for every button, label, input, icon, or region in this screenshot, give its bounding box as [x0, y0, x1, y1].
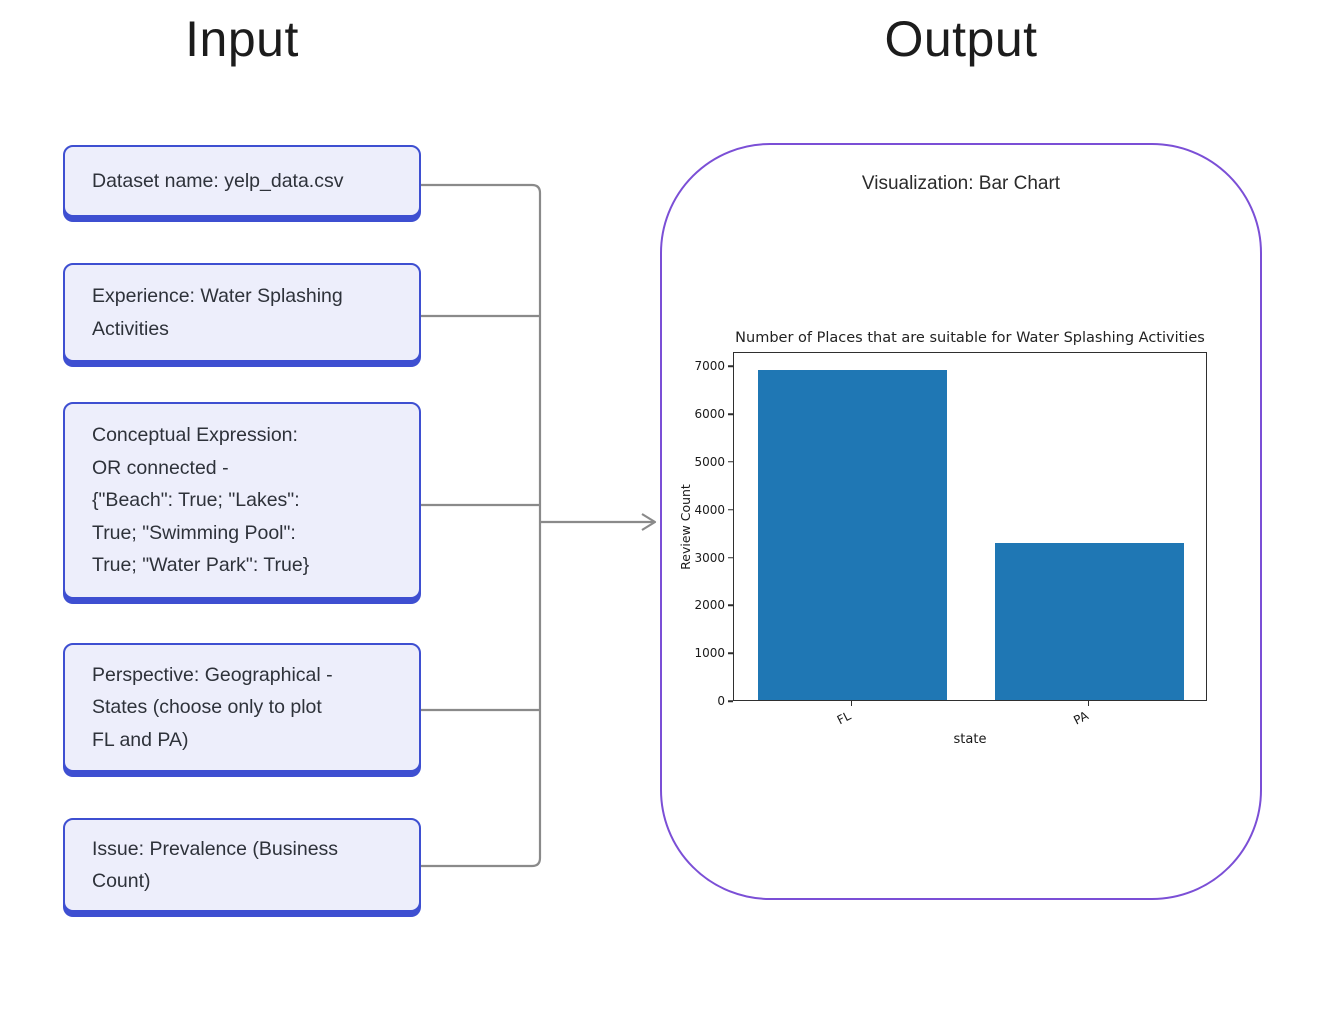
input-box-experience: Experience: Water Splashing Activities [63, 263, 421, 362]
x-tick-mark [850, 701, 853, 706]
input-box-perspective: Perspective: Geographical - States (choo… [63, 643, 421, 772]
y-tick-mark [728, 700, 733, 702]
y-tick-mark [728, 365, 733, 368]
connector-trunk [421, 183, 542, 868]
y-tick-mark [728, 556, 733, 559]
box-text-line: Activities [92, 317, 169, 340]
y-tick-label: 3000 [694, 550, 725, 565]
bar-FL [757, 370, 948, 700]
output-heading: Output [884, 11, 1038, 67]
connector-lines [421, 183, 657, 868]
y-tick-mark [728, 461, 733, 463]
flow-arrow-head [641, 513, 657, 531]
bar-PA [994, 543, 1185, 700]
box-text-line: Conceptual Expression: [92, 424, 298, 447]
bar-chart-figure: Number of Places that are suitable for W… [664, 330, 1238, 743]
y-tick-label: 0 [717, 694, 725, 708]
input-box-dataset: Dataset name: yelp_data.csv [63, 145, 421, 217]
y-tick-label: 4000 [694, 502, 725, 517]
visualization-label: Visualization: Bar Chart [861, 173, 1061, 194]
y-tick-label: 2000 [694, 598, 725, 613]
box-text-line: FL and PA) [92, 728, 189, 751]
chart-title: Number of Places that are suitable for W… [735, 330, 1205, 346]
y-tick-label: 5000 [694, 454, 725, 469]
x-axis-label: state [953, 732, 987, 743]
y-tick-label: 6000 [694, 407, 725, 422]
input-box-issue: Issue: Prevalence (Business Count) [63, 818, 421, 912]
y-tick-mark [728, 413, 733, 415]
box-text-line: Perspective: Geographical - [92, 663, 333, 686]
box-text-line: Issue: Prevalence (Business [92, 837, 339, 860]
box-text-line: Dataset name: yelp_data.csv [92, 169, 344, 192]
y-tick-mark [728, 604, 733, 607]
box-text-line: True; "Swimming Pool": [92, 521, 296, 544]
input-heading: Input [185, 11, 299, 67]
y-tick-mark [728, 652, 733, 654]
box-text-line: {"Beach": True; "Lakes": [92, 489, 300, 512]
plot-area [733, 352, 1207, 701]
box-text-line: Experience: Water Splashing [92, 285, 343, 307]
box-text-line: OR connected - [92, 456, 229, 479]
y-axis-label: Review Count [678, 484, 693, 570]
x-tick-mark [1087, 701, 1090, 706]
y-tick-label: 1000 [694, 646, 725, 661]
box-text-line: Count) [92, 870, 151, 892]
box-text-line: True; "Water Park": True} [92, 554, 310, 577]
input-box-conceptual-expression: Conceptual Expression: OR connected - {"… [63, 402, 421, 599]
box-text-line: States (choose only to plot [92, 696, 322, 719]
y-tick-mark [728, 509, 733, 511]
y-tick-label: 7000 [694, 359, 725, 374]
